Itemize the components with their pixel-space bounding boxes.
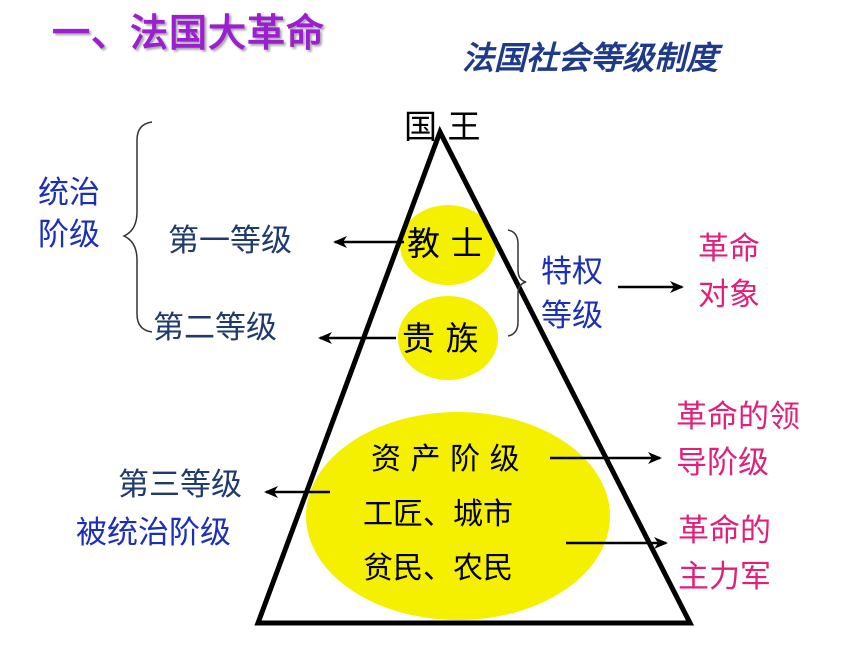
revolution-object-label: 革命 对象 bbox=[698, 226, 760, 318]
revolution-object-line-1: 革命 bbox=[698, 231, 760, 267]
ruling-class-brace bbox=[122, 121, 153, 333]
main-force-label: 革命的 主力军 bbox=[678, 508, 771, 600]
privileged-line-1: 特权 bbox=[541, 254, 603, 290]
third-estate-label: 第三等级 bbox=[118, 467, 242, 503]
ruling-class-line-1: 统治 bbox=[38, 175, 100, 211]
first-estate-label: 第一等级 bbox=[168, 223, 292, 259]
leading-class-label: 革命的领 导阶级 bbox=[676, 394, 800, 486]
king-label: 国 王 bbox=[404, 107, 481, 146]
nobility-oval bbox=[398, 296, 498, 380]
poor-peasants-label: 贫民、农民 bbox=[363, 551, 513, 586]
ruled-class-label: 被统治阶级 bbox=[76, 515, 231, 551]
diagram-subtitle: 法国社会等级制度 bbox=[462, 39, 719, 77]
artisans-label: 工匠、城市 bbox=[363, 497, 513, 532]
revolution-object-line-2: 对象 bbox=[698, 277, 760, 313]
second-estate-label: 第二等级 bbox=[153, 310, 277, 346]
clergy-oval bbox=[400, 205, 496, 285]
main-force-line-2: 主力军 bbox=[678, 559, 771, 595]
privileged-line-2: 等级 bbox=[541, 298, 603, 334]
privileged-estates-label: 特权 等级 bbox=[541, 250, 603, 338]
bourgeoisie-label: 资 产 阶 级 bbox=[371, 442, 520, 477]
leading-class-line-1: 革命的领 bbox=[676, 399, 800, 435]
privileged-brace bbox=[507, 229, 527, 337]
page-title: 一、法国大革命 bbox=[52, 11, 326, 55]
leading-class-line-2: 导阶级 bbox=[676, 445, 769, 481]
nobility-label: 贵 族 bbox=[402, 319, 479, 358]
third-estate-oval bbox=[306, 412, 610, 620]
main-force-line-1: 革命的 bbox=[678, 513, 771, 549]
social-pyramid bbox=[254, 125, 695, 626]
clergy-label: 教 士 bbox=[407, 224, 484, 263]
ruling-class-line-2: 阶级 bbox=[38, 217, 100, 253]
ruling-class-label: 统治 阶级 bbox=[38, 172, 100, 256]
